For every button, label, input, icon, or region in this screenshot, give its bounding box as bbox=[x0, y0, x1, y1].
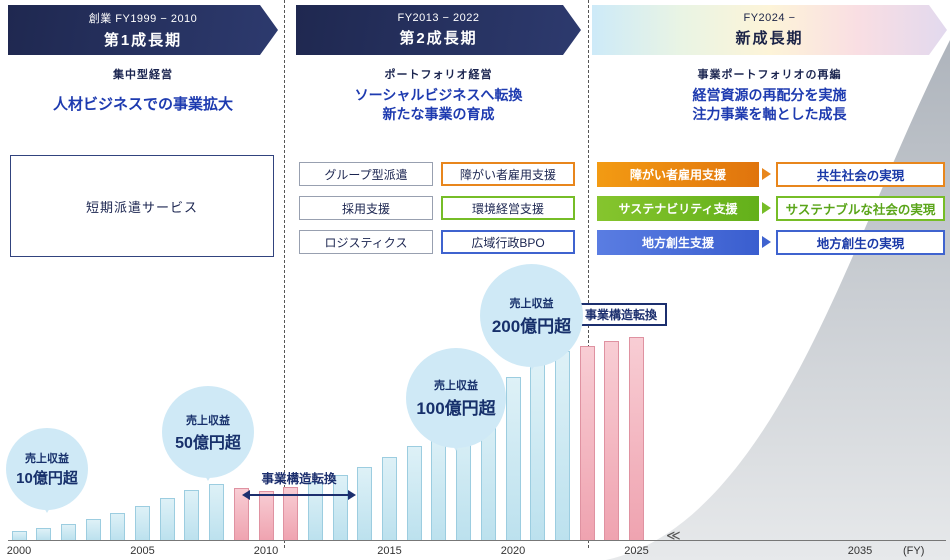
phase3-heading-line1: 経営資源の再配分を実施 bbox=[692, 87, 847, 103]
restructure-label-2: 事業構造転換 bbox=[575, 303, 667, 326]
revenue-callout-title: 売上収益 bbox=[434, 380, 478, 392]
phase2-box-recruiting: 採用支援 bbox=[299, 196, 433, 220]
phase2-box-disability-employment: 障がい者雇用支援 bbox=[441, 162, 575, 186]
phase2-box-bpo: 広域行政BPO bbox=[441, 230, 575, 254]
section-divider-1 bbox=[284, 0, 285, 548]
revenue-callout-50: 売上収益 50億円超 bbox=[162, 386, 254, 478]
phase1-heading: 人材ビジネスでの事業拡大 bbox=[8, 93, 278, 114]
phase3-from-regional-revitalization: 地方創生支援 bbox=[597, 230, 759, 255]
revenue-callout-value: 10億円超 bbox=[16, 470, 78, 487]
phase2-box-group-dispatch: グループ型派遣 bbox=[299, 162, 433, 186]
phase2-box-logistics: ロジスティクス bbox=[299, 230, 433, 254]
axis-break-icon: ≪ bbox=[666, 527, 681, 543]
arrow-right-icon bbox=[762, 202, 771, 214]
x-tick-2015: 2015 bbox=[377, 545, 402, 557]
x-tick-2020: 2020 bbox=[500, 545, 526, 557]
phase1-management-label: 集中型経営 bbox=[113, 69, 173, 81]
phase2-name: 第2成長期 bbox=[399, 30, 478, 47]
x-tick-2005: 2005 bbox=[130, 545, 155, 557]
phase1-heading-line1: 人材ビジネスでの事業拡大 bbox=[52, 96, 233, 113]
arrow-right-icon bbox=[762, 168, 771, 180]
phase3-management-label: 事業ポートフォリオの再編 bbox=[697, 69, 842, 81]
revenue-callout-10: 売上収益 10億円超 bbox=[6, 428, 88, 510]
phase3-heading: 経営資源の再配分を実施 注力事業を軸とした成長 bbox=[592, 86, 947, 124]
x-tick-2035: 2035 bbox=[847, 545, 873, 557]
phase3-from-disability-employment: 障がい者雇用支援 bbox=[597, 162, 759, 187]
phase2-heading: ソーシャルビジネスへ転換 新たな事業の育成 bbox=[296, 86, 581, 124]
phase3-heading-line2: 注力事業を軸とした成長 bbox=[692, 106, 847, 122]
phase2-banner: FY2013 − 2022 第2成長期 bbox=[296, 5, 581, 55]
phase3-to-regional-realization: 地方創生の実現 bbox=[776, 230, 945, 255]
revenue-callout-value: 200億円超 bbox=[491, 316, 572, 336]
phase3-to-sustainable-society: サステナブルな社会の実現 bbox=[776, 196, 945, 221]
revenue-callout-200: 売上収益 200億円超 bbox=[480, 264, 583, 367]
x-tick-2025: 2025 bbox=[624, 545, 649, 557]
phase3-period: FY2024 − bbox=[743, 12, 796, 24]
phase3-name: 新成長期 bbox=[735, 30, 804, 47]
x-axis-line bbox=[8, 540, 946, 541]
revenue-callout-100: 売上収益 100億円超 bbox=[406, 348, 506, 448]
phase2-period: FY2013 − 2022 bbox=[397, 12, 480, 24]
x-tick-2000: 2000 bbox=[6, 545, 32, 557]
double-arrow-icon bbox=[242, 489, 356, 501]
revenue-callout-value: 50億円超 bbox=[175, 434, 241, 452]
restructure-annotation-1: 事業構造転換 bbox=[242, 468, 356, 501]
phase2-box-environment: 環境経営支援 bbox=[441, 196, 575, 220]
phase2-heading-line1: ソーシャルビジネスへ転換 bbox=[354, 87, 523, 103]
phase2-management-label: ポートフォリオ経営 bbox=[384, 69, 493, 81]
phase3-banner: FY2024 − 新成長期 bbox=[592, 5, 947, 55]
section-divider-2 bbox=[588, 0, 589, 548]
phase3-from-sustainability: サステナビリティ支援 bbox=[597, 196, 759, 221]
x-axis-unit-label: (FY) bbox=[903, 545, 925, 557]
revenue-callout-value: 100億円超 bbox=[416, 399, 496, 418]
revenue-callout-title: 売上収益 bbox=[509, 297, 554, 310]
phase1-name: 第1成長期 bbox=[103, 32, 183, 49]
phase1-period: 創業 FY1999 − 2010 bbox=[88, 13, 198, 25]
restructure-label-1: 事業構造転換 bbox=[261, 472, 337, 486]
revenue-callout-title: 売上収益 bbox=[25, 453, 69, 465]
phase1-service-box: 短期派遣サービス bbox=[10, 155, 274, 257]
x-tick-2010: 2010 bbox=[253, 545, 279, 557]
arrow-right-icon bbox=[762, 236, 771, 248]
bar-chart-ticks: 2000 2005 2010 2015 2020 2025 2035 bbox=[0, 545, 950, 559]
revenue-callout-title: 売上収益 bbox=[186, 414, 230, 427]
phase2-heading-line2: 新たな事業の育成 bbox=[382, 106, 495, 122]
phase1-banner: 創業 FY1999 − 2010 第1成長期 bbox=[8, 5, 278, 55]
phase3-to-inclusive-society: 共生社会の実現 bbox=[776, 162, 945, 187]
